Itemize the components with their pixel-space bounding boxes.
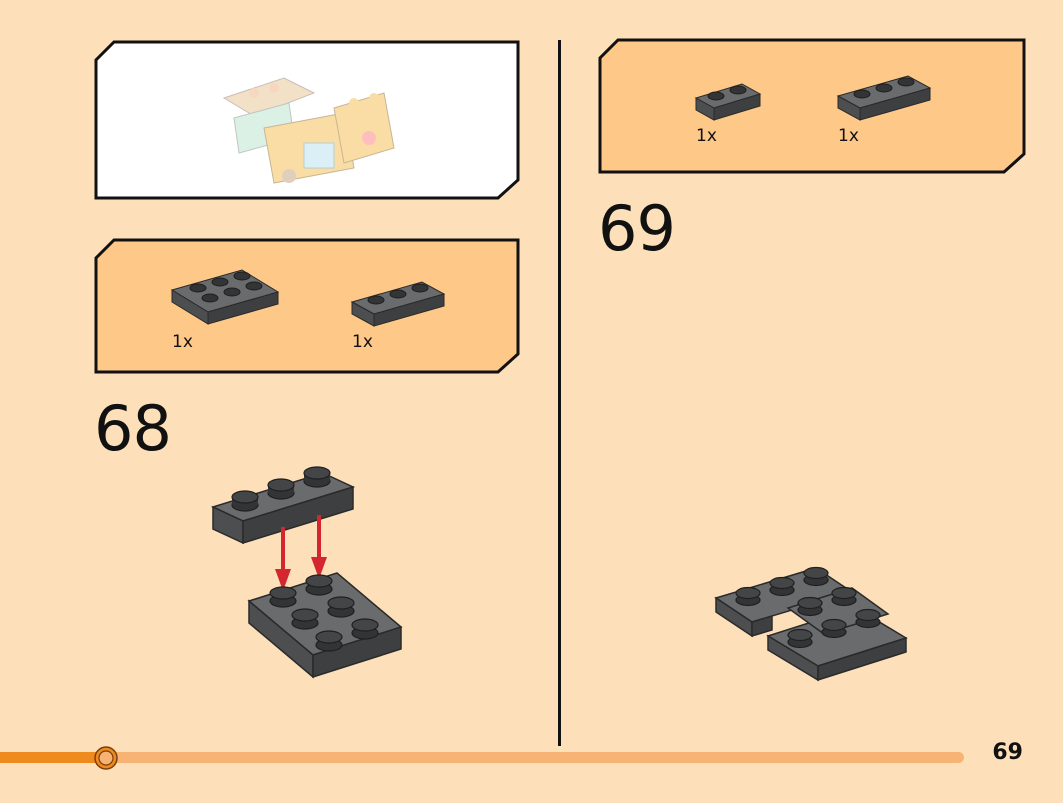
plate-1x3-icon [350,281,446,327]
plate-1x2-icon [694,83,762,121]
progress-track [0,752,964,763]
plate-1x3-piece [210,466,356,545]
down-arrow-icon [275,515,327,591]
step-68-illustration [210,466,403,679]
step-69-illustration [714,566,908,682]
page-number: 69 [992,740,1023,765]
completed-model-preview [222,77,395,184]
progress-fill [0,752,106,763]
page-divider [558,40,561,746]
step-number: 68 [94,392,172,465]
plate-2x3-icon [170,269,280,325]
step-number: 69 [598,192,676,265]
qty-label: 1x [838,126,859,146]
plate-1x3-icon [836,75,932,121]
qty-label: 1x [696,126,717,146]
qty-label: 1x [172,332,193,352]
plate-2x3-piece [247,572,403,679]
qty-label: 1x [352,332,373,352]
progress-knob-icon [94,746,118,770]
overview-panel [94,40,520,200]
parts-panel-step-68: 1x 1x [94,238,520,374]
parts-panel-step-69: 1x 1x [598,38,1026,174]
assembled-plates [714,566,908,682]
